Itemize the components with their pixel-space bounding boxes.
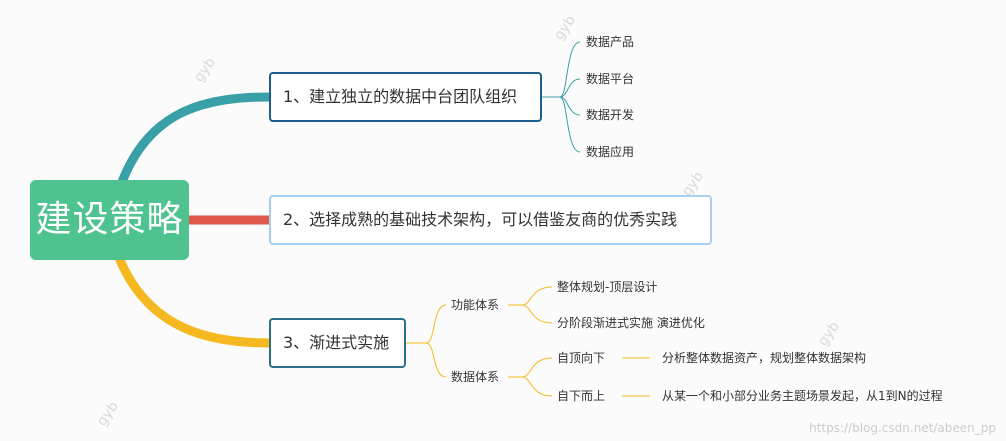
leaf-top-down[interactable]: 自顶向下: [557, 351, 606, 365]
leaf-overall-planning[interactable]: 整体规划-顶层设计: [557, 280, 658, 294]
leaf-data-platform[interactable]: 数据平台: [586, 72, 635, 86]
connector-branch-1: [117, 92, 275, 187]
group-function-system[interactable]: 功能体系: [451, 298, 500, 312]
branch-3-topic[interactable]: 3、渐进式实施: [269, 318, 406, 368]
group-data-system[interactable]: 数据体系: [451, 370, 500, 384]
leaf-bottom-up-detail[interactable]: 从某一个和小部分业务主题场景发起，从1到N的过程: [662, 389, 943, 403]
connector-branch-1-leaves: [542, 41, 581, 153]
leaf-phased-implementation[interactable]: 分阶段渐进式实施 演进优化: [557, 316, 705, 330]
leaf-bottom-up[interactable]: 自下而上: [557, 389, 606, 403]
branch-2-topic[interactable]: 2、选择成熟的基础技术架构，可以借鉴友商的优秀实践: [269, 195, 712, 245]
branch-1-topic[interactable]: 1、建立独立的数据中台团队组织: [269, 72, 542, 122]
connector-branch-3-groups: [406, 286, 650, 397]
leaf-data-development[interactable]: 数据开发: [586, 108, 635, 122]
root-topic[interactable]: 建设策略: [30, 180, 189, 260]
leaf-top-down-detail[interactable]: 分析整体数据资产，规划整体数据架构: [662, 351, 867, 365]
watermark-url: https://blog.csdn.net/abeen_pp: [809, 421, 996, 435]
leaf-data-product[interactable]: 数据产品: [586, 35, 635, 49]
connector-branch-3: [115, 255, 275, 348]
leaf-data-application[interactable]: 数据应用: [586, 145, 635, 159]
